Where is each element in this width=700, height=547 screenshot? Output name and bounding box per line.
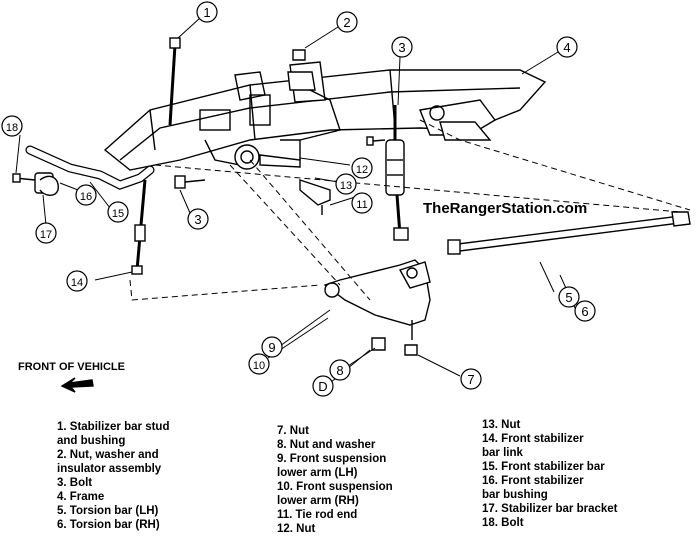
callout-5: 5 xyxy=(565,290,572,305)
stabilizer-bar-link xyxy=(131,37,181,275)
torsion-bar xyxy=(447,211,691,255)
legend-line: 10. Front suspension xyxy=(277,481,393,493)
reference-lines xyxy=(129,119,691,301)
front-of-vehicle-label: FRONT OF VEHICLE xyxy=(18,361,125,373)
callout-3: 3 xyxy=(398,40,405,55)
callout-9: 9 xyxy=(268,340,275,355)
legend-line: 14. Front stabilizer xyxy=(482,433,584,445)
legend-line: 1. Stabilizer bar stud xyxy=(57,421,170,433)
legend-column-2: 7. Nut 8. Nut and washer 9. Front suspen… xyxy=(277,424,393,536)
legend-line: 6. Torsion bar (RH) xyxy=(57,519,160,531)
callout-16: 16 xyxy=(80,191,92,203)
callout-8: 8 xyxy=(336,363,343,378)
legend-line: 5. Torsion bar (LH) xyxy=(57,505,159,517)
legend-line: bar bushing xyxy=(482,489,548,501)
legend-line: insulator assembly xyxy=(57,463,162,475)
callout-6: 6 xyxy=(581,304,588,319)
insulator-assembly xyxy=(287,49,316,91)
legend-line: 16. Front stabilizer xyxy=(482,475,584,487)
legend-line: 17. Stabilizer bar bracket xyxy=(482,503,618,515)
legend-line: 4. Frame xyxy=(57,491,105,503)
lower-arm xyxy=(323,259,431,356)
bolt xyxy=(174,136,386,189)
stabilizer-bracket xyxy=(12,172,59,196)
legend-line: lower arm (RH) xyxy=(277,495,359,507)
callout-18: 18 xyxy=(6,122,18,134)
callout-3b: 3 xyxy=(194,212,201,227)
callout-D: D xyxy=(318,379,327,394)
callout-15: 15 xyxy=(112,208,124,220)
legend-line: 8. Nut and washer xyxy=(277,439,376,451)
legend-line: 15. Front stabilizer bar xyxy=(482,461,605,473)
legend-line: 3. Bolt xyxy=(57,477,93,489)
callout-7: 7 xyxy=(467,372,474,387)
legend-line: bar link xyxy=(482,447,523,459)
watermark: TheRangerStation.com xyxy=(423,200,588,217)
legend-line: and bushing xyxy=(57,435,126,447)
callout-4: 4 xyxy=(563,40,570,55)
legend-line: 9. Front suspension xyxy=(277,453,387,465)
callout-1: 1 xyxy=(203,5,210,20)
legend-line: 18. Bolt xyxy=(482,517,524,529)
callout-2: 2 xyxy=(343,15,350,30)
callout-14: 14 xyxy=(71,277,83,289)
callout-12: 12 xyxy=(356,164,368,176)
callout-10: 10 xyxy=(253,360,265,372)
legend-line: 2. Nut, washer and xyxy=(57,449,159,461)
legend-line: 12. Nut xyxy=(277,523,316,535)
callout-17: 17 xyxy=(40,229,52,241)
stabilizer-bar xyxy=(25,145,155,190)
legend-line: lower arm (LH) xyxy=(277,467,358,479)
callout-circles xyxy=(1,1,596,397)
frame xyxy=(103,61,547,171)
callout-labels: 1 2 3 4 18 17 16 15 3 12 13 11 14 5 6 9 … xyxy=(6,5,589,394)
suspension-diagram: 1 2 3 4 18 17 16 15 3 12 13 11 14 5 6 9 … xyxy=(1,1,691,397)
shock-absorber xyxy=(385,105,409,241)
legend-column-3: 13. Nut 14. Front stabilizer bar link 15… xyxy=(482,418,618,530)
front-arrow-icon xyxy=(60,377,94,393)
callout-11: 11 xyxy=(356,199,367,211)
legend-column-1: 1. Stabilizer bar stud and bushing 2. Nu… xyxy=(57,420,169,532)
callout-13: 13 xyxy=(340,180,352,192)
tie-rod-end xyxy=(234,139,331,215)
legend-line: 7. Nut xyxy=(277,425,309,437)
legend-line: 13. Nut xyxy=(482,419,521,431)
legend-line: 11. Tie rod end xyxy=(277,509,358,521)
